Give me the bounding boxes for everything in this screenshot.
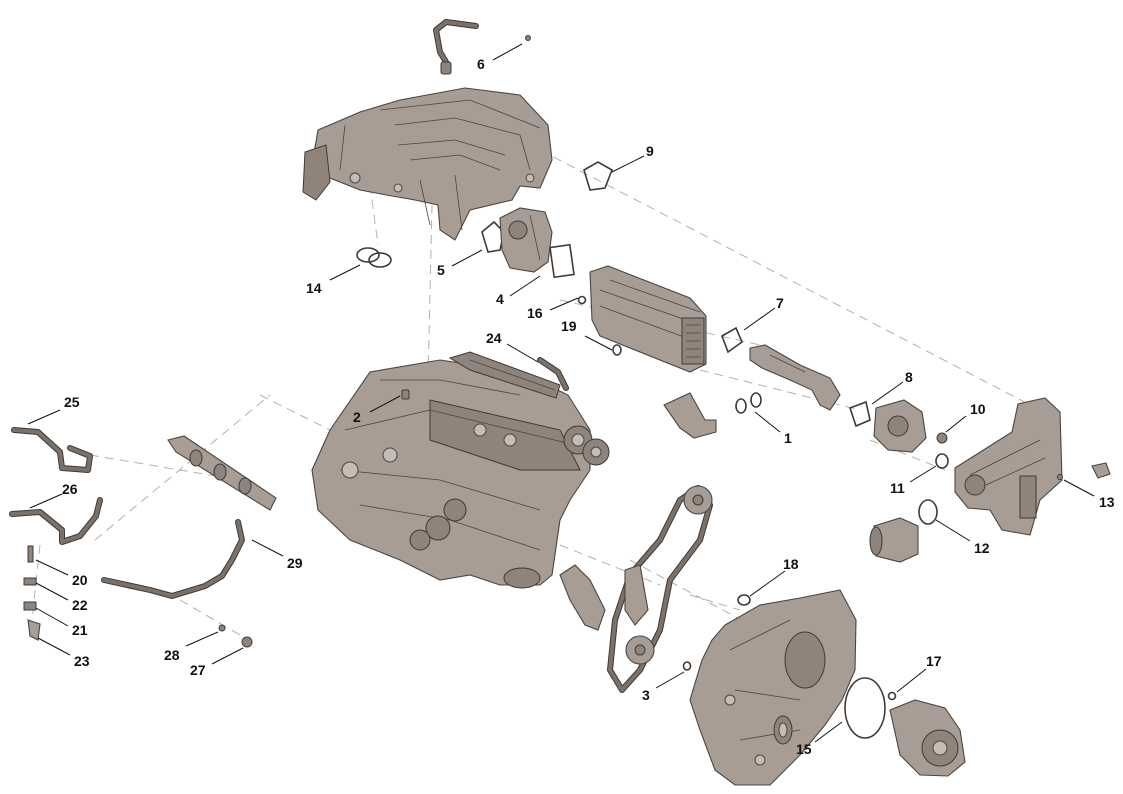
- part-22-clip: [23, 577, 37, 586]
- callout-23: 23: [74, 653, 90, 669]
- callout-24: 24: [486, 330, 502, 346]
- part-7-gasket: [721, 326, 743, 354]
- callout-13: 13: [1099, 494, 1115, 510]
- part-25-pipe: [11, 427, 93, 473]
- thermostat: [869, 517, 919, 563]
- part-24-fuel-line: [537, 357, 569, 391]
- callout-12: 12: [974, 540, 990, 556]
- part-29-pipe: [101, 519, 245, 599]
- part-1-seals: [735, 392, 762, 414]
- callout-5: 5: [437, 262, 445, 278]
- callout-18: 18: [783, 556, 799, 572]
- fuel-rail: [448, 351, 561, 399]
- camshaft: [167, 435, 277, 511]
- egr-cooler: [589, 265, 707, 373]
- callout-6: 6: [477, 56, 485, 72]
- callout-17: 17: [926, 653, 942, 669]
- leader-lines: [27, 43, 1095, 743]
- part-20-bolt: [27, 545, 34, 563]
- callout-21: 21: [72, 622, 88, 638]
- callout-22: 22: [72, 597, 88, 613]
- part-4-gasket: [549, 243, 575, 279]
- timing-chain: [559, 485, 713, 693]
- callout-2: 2: [353, 409, 361, 425]
- callout-27: 27: [190, 662, 206, 678]
- callout-1: 1: [784, 430, 792, 446]
- thermostat-housing: [954, 397, 1063, 536]
- part-21-bracket: [23, 601, 37, 611]
- part-26-pipe: [9, 497, 103, 545]
- part-10-seal: [936, 432, 948, 444]
- part-15-crank-seal: [773, 715, 793, 745]
- callout-3: 3: [642, 687, 650, 703]
- callout-7: 7: [776, 295, 784, 311]
- intake-manifold: [302, 87, 553, 241]
- callout-28: 28: [164, 647, 180, 663]
- callout-11: 11: [890, 480, 905, 496]
- callout-16: 16: [527, 305, 543, 321]
- part-2-plug: [401, 389, 410, 400]
- part-12-o-ring: [918, 499, 938, 525]
- part-13-sensor: [1057, 462, 1111, 480]
- part-27-nut: [241, 636, 253, 648]
- engine-block: [311, 359, 610, 589]
- part-16-seal: [577, 295, 587, 305]
- part-11-o-ring: [935, 453, 949, 469]
- callout-4: 4: [496, 291, 504, 307]
- intake-elbow: [663, 392, 717, 439]
- egr-pipe: [749, 344, 841, 411]
- callout-8: 8: [905, 369, 913, 385]
- callout-labels: 1 2 3 4 5 6 7 8 9 10 11 12 13 14 15 16 1…: [62, 56, 1115, 757]
- callout-10: 10: [970, 401, 986, 417]
- part-28-bolt: [218, 624, 226, 632]
- part-23-sensor: [27, 619, 41, 641]
- coolant-housing: [873, 399, 927, 453]
- callout-29: 29: [287, 555, 303, 571]
- throttle-body: [499, 207, 553, 273]
- water-pump-o-ring: [844, 677, 886, 739]
- part-6-pipe: [433, 19, 531, 75]
- callout-15: 15: [796, 741, 812, 757]
- callout-14: 14: [306, 280, 322, 296]
- callout-26: 26: [62, 481, 78, 497]
- part-18-seal: [737, 594, 751, 606]
- callout-9: 9: [646, 143, 654, 159]
- callout-20: 20: [72, 572, 88, 588]
- callout-25: 25: [64, 394, 80, 410]
- part-14-seal-rings: [356, 247, 392, 268]
- callout-19: 19: [561, 318, 577, 334]
- part-3-seal: [682, 661, 692, 671]
- part-19-seal: [612, 344, 622, 356]
- part-8-gasket: [848, 400, 871, 428]
- part-9-gasket: [583, 161, 613, 191]
- part-17-seal: [887, 691, 897, 701]
- timing-cover: [689, 589, 857, 786]
- water-pump: [889, 699, 966, 777]
